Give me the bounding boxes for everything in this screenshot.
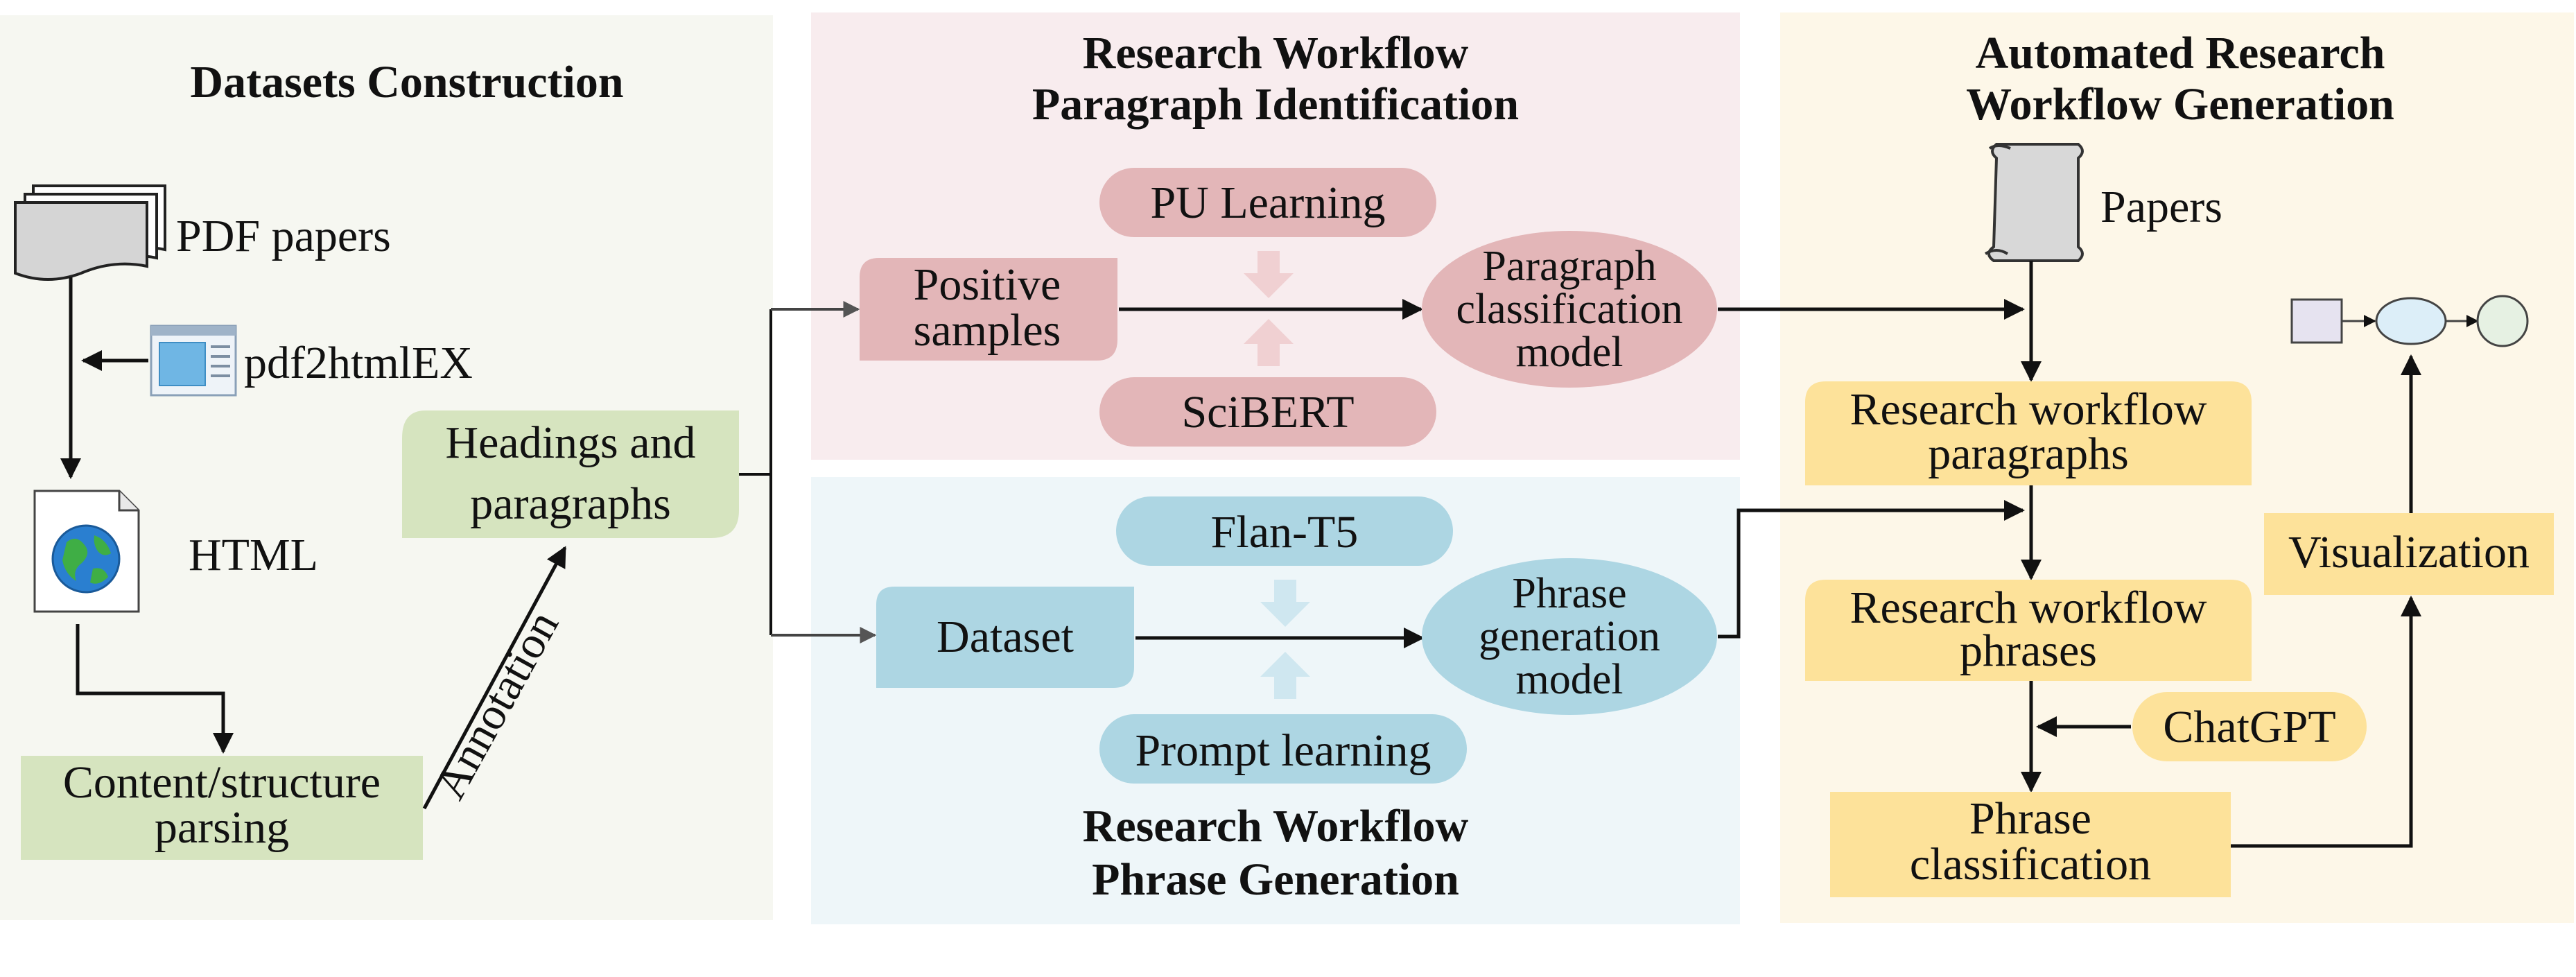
panel-title-paragraph-id-1: Research Workflow bbox=[1083, 28, 1469, 78]
arrow-annotation bbox=[422, 546, 567, 810]
para-model-label-2: classification bbox=[1456, 286, 1682, 333]
rw-paragraphs-label-1: Research workflow bbox=[1850, 384, 2207, 435]
chatgpt-pill bbox=[2132, 692, 2367, 761]
panel-title-phrase-gen-1: Research Workflow bbox=[1083, 801, 1469, 851]
panel-title-generation-1: Automated Research bbox=[1976, 28, 2385, 78]
prompt-learning-label: Prompt learning bbox=[1135, 725, 1431, 776]
flan-t5-pill bbox=[1116, 496, 1453, 566]
rw-paragraphs-label-2: paragraphs bbox=[1928, 429, 2129, 479]
content-parsing-label-1: Content/structure bbox=[63, 757, 381, 808]
visualization-label: Visualization bbox=[2288, 527, 2530, 578]
panel-title-paragraph-id-2: Paragraph Identification bbox=[1032, 79, 1519, 130]
rw-phrases-box bbox=[1805, 580, 2252, 681]
phrase-classification-box bbox=[1830, 792, 2231, 897]
html-label: HTML bbox=[189, 530, 318, 580]
headings-label-2: paragraphs bbox=[470, 478, 671, 529]
phrase-generation-model bbox=[1422, 558, 1717, 715]
chatgpt-label: ChatGPT bbox=[2163, 702, 2335, 752]
visualization-box bbox=[2264, 513, 2554, 595]
phrase-model-label-3: model bbox=[1516, 656, 1624, 703]
dataset-box bbox=[876, 587, 1134, 688]
pu-learning-label: PU Learning bbox=[1150, 178, 1385, 228]
papers-label: Papers bbox=[2100, 182, 2222, 232]
prompt-up-arrow bbox=[1260, 652, 1310, 699]
para-model-label-1: Paragraph bbox=[1482, 243, 1656, 290]
paragraph-classification-model bbox=[1422, 231, 1717, 388]
content-parsing-label-2: parsing bbox=[155, 802, 289, 853]
scibert-up-arrow bbox=[1244, 319, 1294, 366]
flan-t5-down-arrow bbox=[1260, 580, 1310, 627]
globe-document-icon bbox=[33, 490, 140, 613]
panel-title-phrase-gen-2: Phrase Generation bbox=[1092, 854, 1459, 905]
prompt-learning-pill bbox=[1099, 714, 1467, 784]
scibert-label: SciBERT bbox=[1181, 387, 1354, 438]
para-model-label-3: model bbox=[1516, 329, 1624, 376]
panel-title-generation-2: Workflow Generation bbox=[1966, 79, 2394, 130]
pdf2htmlex-label: pdf2htmlEX bbox=[244, 338, 473, 388]
workflow-graph-icon bbox=[2290, 295, 2529, 347]
scibert-pill bbox=[1099, 377, 1436, 447]
pdf-papers-label: PDF papers bbox=[176, 211, 391, 261]
positive-samples-label-2: samples bbox=[914, 305, 1061, 356]
panel-title-datasets: Datasets Construction bbox=[190, 57, 623, 107]
phrase-model-label-1: Phrase bbox=[1512, 570, 1626, 617]
rw-phrases-label-1: Research workflow bbox=[1850, 582, 2207, 633]
browser-window-icon bbox=[150, 325, 237, 397]
rw-paragraphs-box bbox=[1805, 381, 2252, 485]
phrase-class-label-2: classification bbox=[1910, 839, 2151, 890]
phrase-model-label-2: generation bbox=[1479, 613, 1660, 660]
arrow-classification-to-visualization bbox=[2231, 596, 2421, 848]
flan-t5-label: Flan-T5 bbox=[1211, 507, 1359, 557]
arrow-phrase-model-to-generation bbox=[1718, 500, 2025, 639]
headings-paragraphs-box bbox=[402, 410, 739, 538]
scroll-icon bbox=[1984, 143, 2084, 262]
dataset-label: Dataset bbox=[937, 612, 1074, 662]
rw-phrases-label-2: phrases bbox=[1960, 625, 2097, 676]
pu-learning-pill bbox=[1099, 168, 1436, 237]
arrow-html-to-parsing bbox=[76, 624, 234, 754]
positive-samples-box bbox=[860, 258, 1117, 361]
stacked-documents-icon bbox=[14, 184, 166, 281]
positive-samples-label-1: Positive bbox=[914, 259, 1061, 310]
pu-learning-down-arrow bbox=[1244, 251, 1294, 298]
headings-label-1: Headings and bbox=[445, 417, 695, 468]
content-parsing-box bbox=[21, 756, 423, 860]
phrase-class-label-1: Phrase bbox=[1969, 793, 2091, 844]
